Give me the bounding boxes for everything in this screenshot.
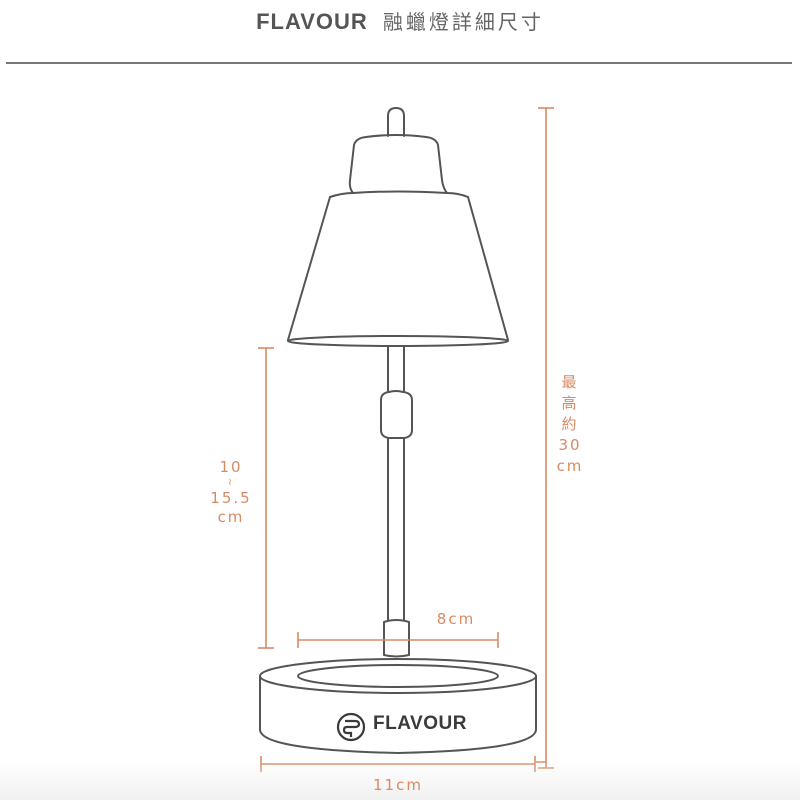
dim-label-line: 30 [558, 436, 582, 454]
dim-base-width-label: 11cm [373, 776, 423, 794]
header-divider [6, 62, 792, 64]
dim-label-line: 約 [561, 415, 579, 433]
page-title: FLAVOUR 融蠟燈詳細尺寸 [0, 6, 800, 35]
dim-inner-width-label: 8cm [436, 610, 476, 628]
dim-label-line: 10 [219, 458, 243, 476]
lamp-shade [287, 196, 509, 341]
dim-label-line: 15.5 [210, 489, 252, 507]
lamp-cap [348, 134, 448, 194]
lamp-collar [383, 619, 410, 658]
bottom-fade [0, 760, 800, 800]
dim-label-line: cm [217, 508, 245, 526]
lamp-rod-lower [387, 437, 405, 621]
lamp-sleeve [380, 390, 413, 439]
lamp-base [259, 658, 537, 754]
dim-label-line: cm [556, 457, 584, 475]
flavour-logo-icon [336, 712, 366, 742]
dim-label-line: ≀ [228, 477, 234, 488]
dim-adjustable-height-line [258, 347, 274, 649]
base-logo-text: FLAVOUR [373, 713, 467, 734]
title-brand: FLAVOUR [256, 9, 368, 34]
dim-max-height-label: 最 高 約 30 cm [552, 372, 588, 477]
dim-inner-width-line [297, 632, 499, 648]
dim-label-line: 最 [561, 373, 579, 391]
lamp-knob [387, 107, 405, 137]
title-subtitle: 融蠟燈詳細尺寸 [382, 10, 544, 34]
lamp-rod-upper [387, 345, 405, 393]
dim-label-line: 高 [561, 394, 579, 412]
dim-adjustable-height-label: 10 ≀ 15.5 cm [206, 458, 256, 527]
